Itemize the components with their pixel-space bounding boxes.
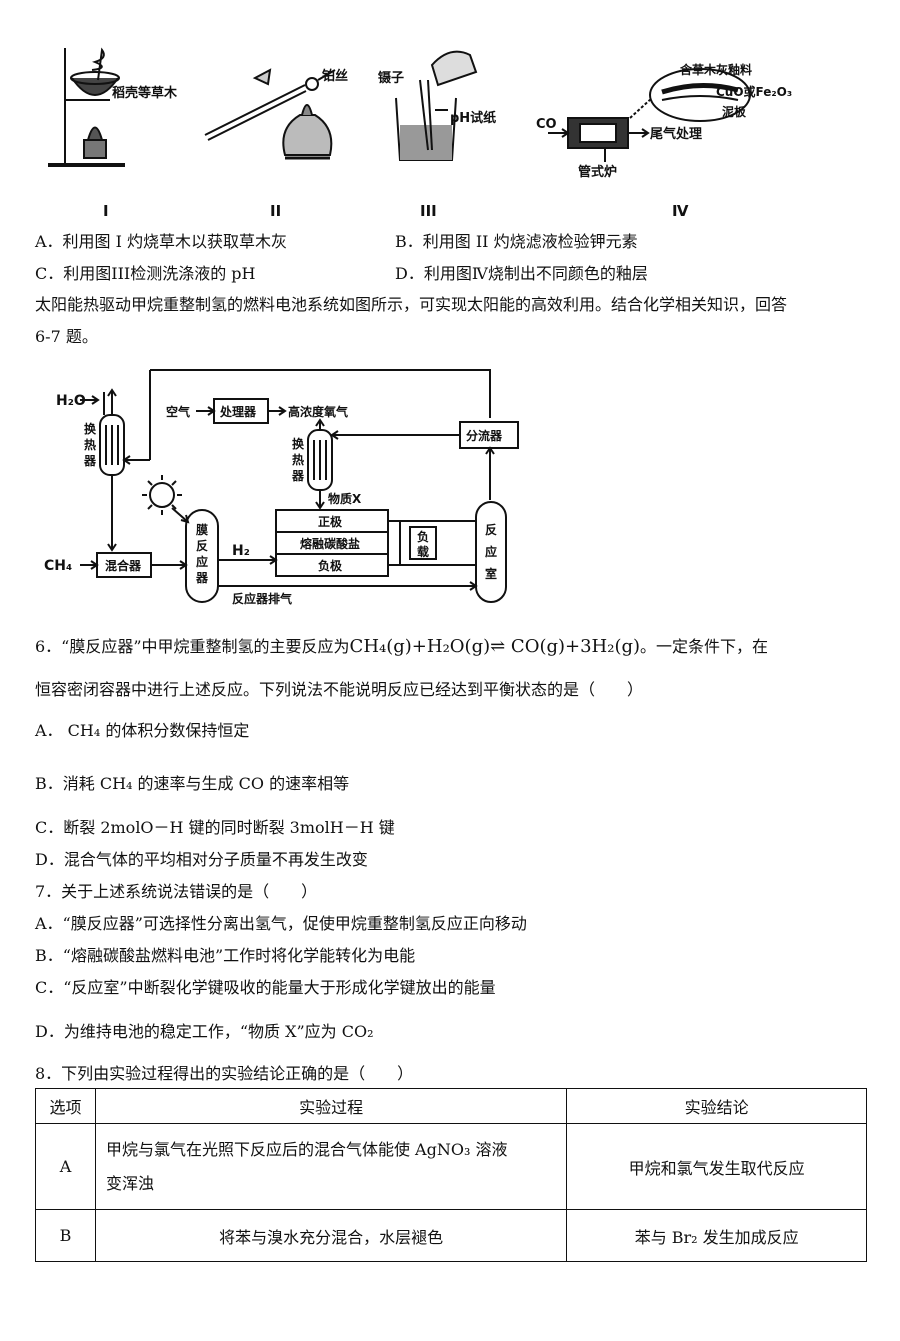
air-label: 空气 [166, 404, 190, 419]
q6-stem-tail: 。一定条件下，在 [640, 637, 769, 656]
intro-line-1: 太阳能热驱动甲烷重整制氢的燃料电池系统如图所示，可实现太阳能的高效利用。结合化学… [35, 295, 788, 314]
q7-option-b: B．“熔融碳酸盐燃料电池”工作时将化学能转化为电能 [35, 946, 416, 965]
q6-option-c: C．断裂 2molO－H 键的同时断裂 3molH－H 键 [35, 818, 395, 837]
heat-ex1-c2: 热 [84, 437, 96, 452]
membrane-c3: 应 [196, 554, 208, 569]
fig4-plate-label: 泥板 [722, 104, 747, 119]
positive-electrode: 正极 [318, 514, 343, 529]
row-b-conclusion: 苯与 Br₂ 发生加成反应 [566, 1209, 867, 1262]
fig4-oxide-label: CuO或Fe₂O₃ [716, 84, 792, 99]
splitter-label: 分流器 [466, 428, 503, 443]
row-a-process-line-1: 甲烷与氯气在光照下反应后的混合气体能使 AgNO₃ 溶液 [105, 1139, 508, 1159]
chamber-c1: 反 [485, 522, 497, 537]
row-a-process-line-2: 变浑浊 [105, 1173, 154, 1193]
figure-1-crucible [48, 47, 125, 167]
header-process: 实验过程 [94, 1088, 568, 1124]
q7-option-c: C．“反应室”中断裂化学键吸收的能量大于形成化学键放出的能量 [35, 978, 496, 997]
load-c2: 载 [417, 544, 429, 559]
header-conclusion: 实验结论 [566, 1088, 867, 1124]
fig3-tweezers-label: 镊子 [377, 70, 404, 86]
membrane-c1: 膜 [196, 522, 208, 537]
ch4-label: CH₄ [44, 558, 72, 574]
roman-4: Ⅳ [672, 202, 689, 220]
fig4-co-label: CO [536, 117, 557, 132]
q6-stem-line-2: 恒容密闭容器中进行上述反应。下列说法不能说明反应已经达到平衡状态的是（ ） [35, 680, 644, 699]
q6-stem-text: 6．“膜反应器”中甲烷重整制氢的主要反应为 [35, 637, 350, 656]
roman-3: III [420, 202, 437, 220]
q6-option-d: D．混合气体的平均相对分子质量不再发生改变 [35, 850, 368, 869]
q6-option-b: B．消耗 CH₄ 的速率与生成 CO 的速率相等 [35, 774, 350, 793]
row-b-option: B [35, 1209, 96, 1262]
figure-4-tube-furnace [548, 68, 751, 162]
heat-ex2-c3: 器 [291, 469, 305, 483]
fig4-furnace-label: 管式炉 [578, 164, 617, 180]
negative-electrode: 负极 [318, 558, 343, 573]
membrane-c4: 器 [195, 571, 209, 585]
q5-option-d: D．利用图Ⅳ烧制出不同颜色的釉层 [395, 264, 648, 283]
table-header-row: 选项 实验过程 实验结论 [35, 1088, 867, 1124]
fig4-glaze-label: 含草木灰釉料 [680, 62, 752, 77]
q6-option-a: A． CH₄ 的体积分数保持恒定 [35, 721, 250, 740]
membrane-c2: 反 [196, 538, 208, 553]
exhaust-label: 反应器排气 [232, 591, 292, 606]
heat-ex2-c1: 换 [292, 436, 305, 451]
row-a-conclusion: 甲烷和氯气发生取代反应 [566, 1123, 867, 1210]
row-a-process: 甲烷与氯气在光照下反应后的混合气体能使 AgNO₃ 溶液 变浑浊 [94, 1123, 568, 1210]
heat-ex2-c2: 热 [292, 452, 304, 467]
roman-1: I [103, 202, 109, 220]
figure-2-flame-test [204, 68, 336, 160]
load-c1: 负 [417, 529, 429, 544]
h2-label: H₂ [232, 543, 250, 559]
q5-option-a: A．利用图 I 灼烧草木以获取草木灰 [35, 232, 288, 251]
q8-table: 选项 实验过程 实验结论 A 甲烷与氯气在光照下反应后的混合气体能使 AgNO₃… [35, 1088, 867, 1262]
fig1-label: 稻壳等草木 [112, 85, 178, 101]
heat-ex1-c1: 换 [84, 421, 97, 436]
fig4-exhaust-label: 尾气处理 [650, 126, 702, 142]
q6-equation: CH₄(g)+H₂O(g)⇌ CO(g)+3H₂(g) [349, 636, 641, 657]
apparatus-figures: 稻壳等草木 铂丝 镊子 pH试纸 含草木灰釉料 CuO或Fe₂O₃ [48, 47, 792, 220]
table-row: A 甲烷与氯气在光照下反应后的混合气体能使 AgNO₃ 溶液 变浑浊 甲烷和氯气… [35, 1123, 867, 1210]
fig2-label: 铂丝 [322, 68, 348, 84]
q5-option-b: B．利用图 II 灼烧滤液检验钾元素 [395, 232, 638, 251]
q6-stem-line-1: 6．“膜反应器”中甲烷重整制氢的主要反应为CH₄(g)+H₂O(g)⇌ CO(g… [35, 636, 768, 658]
system-diagram: H₂O 换 热 器 CH₄ 混合器 膜 反 应 器 H₂ 反应器排气 空气 处理… [44, 369, 519, 606]
oxygen-label: 高浓度氧气 [288, 404, 348, 419]
q7-option-a: A．“膜反应器”可选择性分离出氢气，促使甲烷重整制氢反应正向移动 [35, 914, 527, 933]
substance-x-label: 物质X [328, 491, 362, 506]
q5-option-c: C．利用图III检测洗涤液的 pH [35, 264, 256, 283]
roman-2: II [270, 202, 281, 220]
table-row: B 将苯与溴水充分混合，水层褪色 苯与 Br₂ 发生加成反应 [35, 1209, 867, 1262]
h2o-label: H₂O [56, 393, 86, 409]
chamber-c2: 应 [485, 544, 497, 559]
fig3-ph-label: pH试纸 [450, 110, 496, 126]
row-b-process: 将苯与溴水充分混合，水层褪色 [94, 1209, 568, 1262]
q8-stem: 8．下列由实验过程得出的实验结论正确的是（ ） [35, 1064, 414, 1083]
figure-3-beaker [395, 50, 478, 161]
heat-ex1-c3: 器 [83, 454, 97, 468]
chamber-c3: 室 [485, 566, 497, 581]
processor-label: 处理器 [219, 404, 257, 419]
q7-stem: 7．关于上述系统说法错误的是（ ） [35, 882, 318, 901]
header-option: 选项 [35, 1088, 96, 1124]
electrolyte-label: 熔融碳酸盐 [300, 536, 360, 551]
intro-line-2: 6-7 题。 [35, 327, 98, 346]
q7-option-d: D．为维持电池的稳定工作，“物质 X”应为 CO₂ [35, 1022, 374, 1041]
row-a-option: A [35, 1123, 96, 1210]
mixer-label: 混合器 [105, 558, 142, 573]
